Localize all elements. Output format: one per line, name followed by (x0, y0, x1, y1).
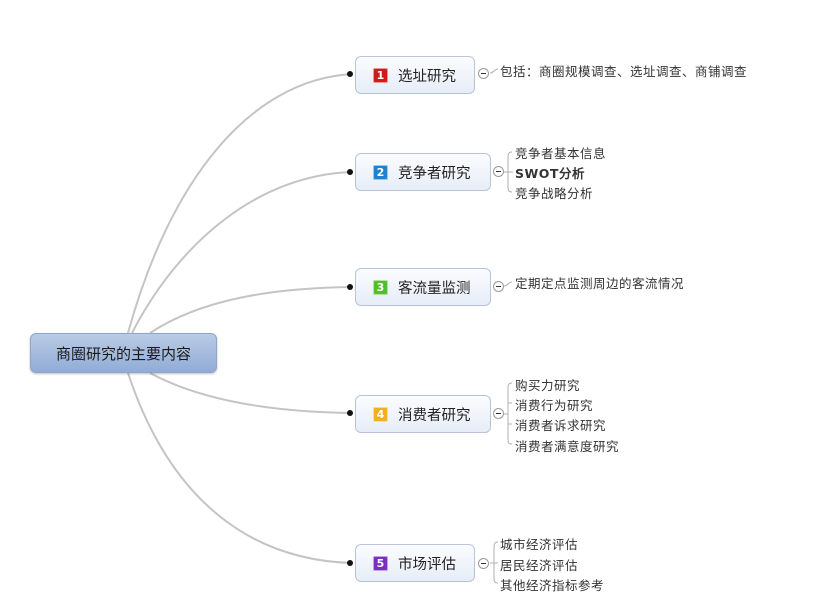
subtopic[interactable]: 竞争战略分析 (515, 186, 594, 201)
subtopic-label: SWOT分析 (515, 166, 585, 181)
topic-traffic-monitoring[interactable]: 3 客流量监测 (355, 268, 491, 306)
central-topic-label: 商圈研究的主要内容 (55, 344, 191, 363)
topic-label: 市场评估 (398, 556, 456, 573)
connector-topic-2 (131, 171, 353, 334)
collapse-toggle-icon[interactable] (493, 281, 504, 292)
connector-topic-4 (149, 372, 353, 414)
subtopic[interactable]: 城市经济评估 (500, 537, 579, 552)
topic-consumer-research[interactable]: 4 消费者研究 (355, 395, 491, 433)
priority-1-icon: 1 (373, 67, 388, 83)
subtopic[interactable]: 居民经济评估 (500, 558, 579, 573)
topic-competitor-research[interactable]: 2 竞争者研究 (355, 153, 491, 191)
connector-dot (347, 560, 353, 566)
collapse-toggle-icon[interactable] (493, 408, 504, 419)
collapse-toggle-icon[interactable] (493, 166, 504, 177)
child-bracket-1 (489, 68, 499, 74)
connector-dot (347, 410, 353, 416)
connector-topic-5 (127, 372, 353, 564)
subtopic[interactable]: 消费者满意度研究 (515, 439, 620, 454)
connector-topic-1 (127, 73, 353, 334)
subtopic[interactable]: 其他经济指标参考 (500, 578, 605, 593)
connector-dot (347, 169, 353, 175)
priority-3-icon: 3 (373, 279, 388, 295)
topic-label: 竞争者研究 (398, 165, 471, 182)
child-bracket-3 (503, 281, 513, 287)
child-bracket-5 (490, 541, 499, 584)
child-bracket-2 (504, 151, 513, 193)
priority-5-icon: 5 (373, 555, 388, 571)
priority-2-icon: 2 (373, 164, 388, 180)
subtopic[interactable]: 竞争者基本信息 (515, 146, 607, 161)
subtopic[interactable]: 消费者诉求研究 (515, 418, 607, 433)
collapse-toggle-icon[interactable] (478, 558, 489, 569)
subtopic[interactable]: SWOT分析 (515, 163, 585, 182)
child-bracket-4 (504, 382, 513, 445)
topic-label: 消费者研究 (398, 407, 471, 424)
priority-4-icon: 4 (373, 406, 388, 422)
collapse-toggle-icon[interactable] (478, 68, 489, 79)
topic-label: 选址研究 (398, 68, 456, 85)
topic-site-selection[interactable]: 1 选址研究 (355, 56, 475, 94)
subtopic[interactable]: 包括：商圈规模调查、选址调查、商铺调查 (500, 64, 748, 79)
topic-label: 客流量监测 (398, 280, 471, 297)
connector-dot (347, 284, 353, 290)
central-topic[interactable]: 商圈研究的主要内容 (30, 333, 217, 373)
topic-market-assessment[interactable]: 5 市场评估 (355, 544, 475, 582)
connector-topic-3 (149, 286, 353, 334)
subtopic[interactable]: 消费行为研究 (515, 398, 594, 413)
connector-dot (347, 71, 353, 77)
subtopic[interactable]: 定期定点监测周边的客流情况 (515, 276, 685, 291)
subtopic[interactable]: 购买力研究 (515, 378, 581, 393)
